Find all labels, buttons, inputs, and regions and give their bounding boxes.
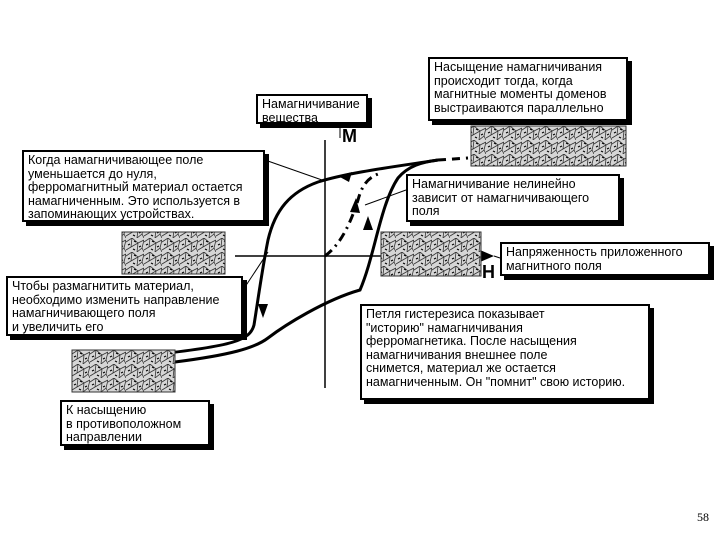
saturation-dashed-line bbox=[437, 156, 469, 162]
leader-field bbox=[493, 255, 501, 259]
domain-image-saturation bbox=[470, 125, 627, 167]
arrow-initial bbox=[350, 198, 360, 213]
initial-magnetization-curve bbox=[324, 172, 379, 258]
h-axis-label: H bbox=[482, 262, 495, 282]
m-axis-label: M bbox=[342, 126, 357, 146]
callout-hysteresis: Петля гистерезиса показывает "историю" н… bbox=[360, 304, 650, 400]
leader-remanence bbox=[264, 159, 323, 181]
arrow-upper-left bbox=[338, 172, 352, 182]
domain-image-field bbox=[380, 231, 482, 277]
callout-negative-saturation: К насыщению в противоположном направлени… bbox=[60, 400, 210, 446]
leader-nonlinear bbox=[364, 189, 407, 206]
callout-saturation: Насыщение намагничивания происходит тогд… bbox=[428, 57, 628, 121]
h-axis-arrow bbox=[480, 250, 494, 262]
arrow-descending bbox=[258, 304, 268, 318]
callout-nonlinear: Намагничивание нелинейно зависит от нама… bbox=[406, 174, 620, 222]
hysteresis-lower-branch bbox=[174, 158, 439, 364]
callout-demagnetize: Чтобы размагнитить материал, необходимо … bbox=[6, 276, 243, 336]
arrow-ascending bbox=[363, 216, 373, 230]
callout-magnetization: Намагничивание вещества bbox=[256, 94, 368, 124]
callout-field: Напряженность приложенного магнитного по… bbox=[500, 242, 710, 276]
leader-demagnetize bbox=[242, 251, 269, 291]
page-number: 58 bbox=[697, 510, 709, 524]
callout-remanence: Когда намагничивающее поле уменьшается д… bbox=[22, 150, 265, 222]
domain-image-remanence bbox=[121, 231, 226, 275]
domain-image-negative bbox=[71, 349, 176, 393]
hysteresis-upper-branch bbox=[149, 158, 439, 357]
